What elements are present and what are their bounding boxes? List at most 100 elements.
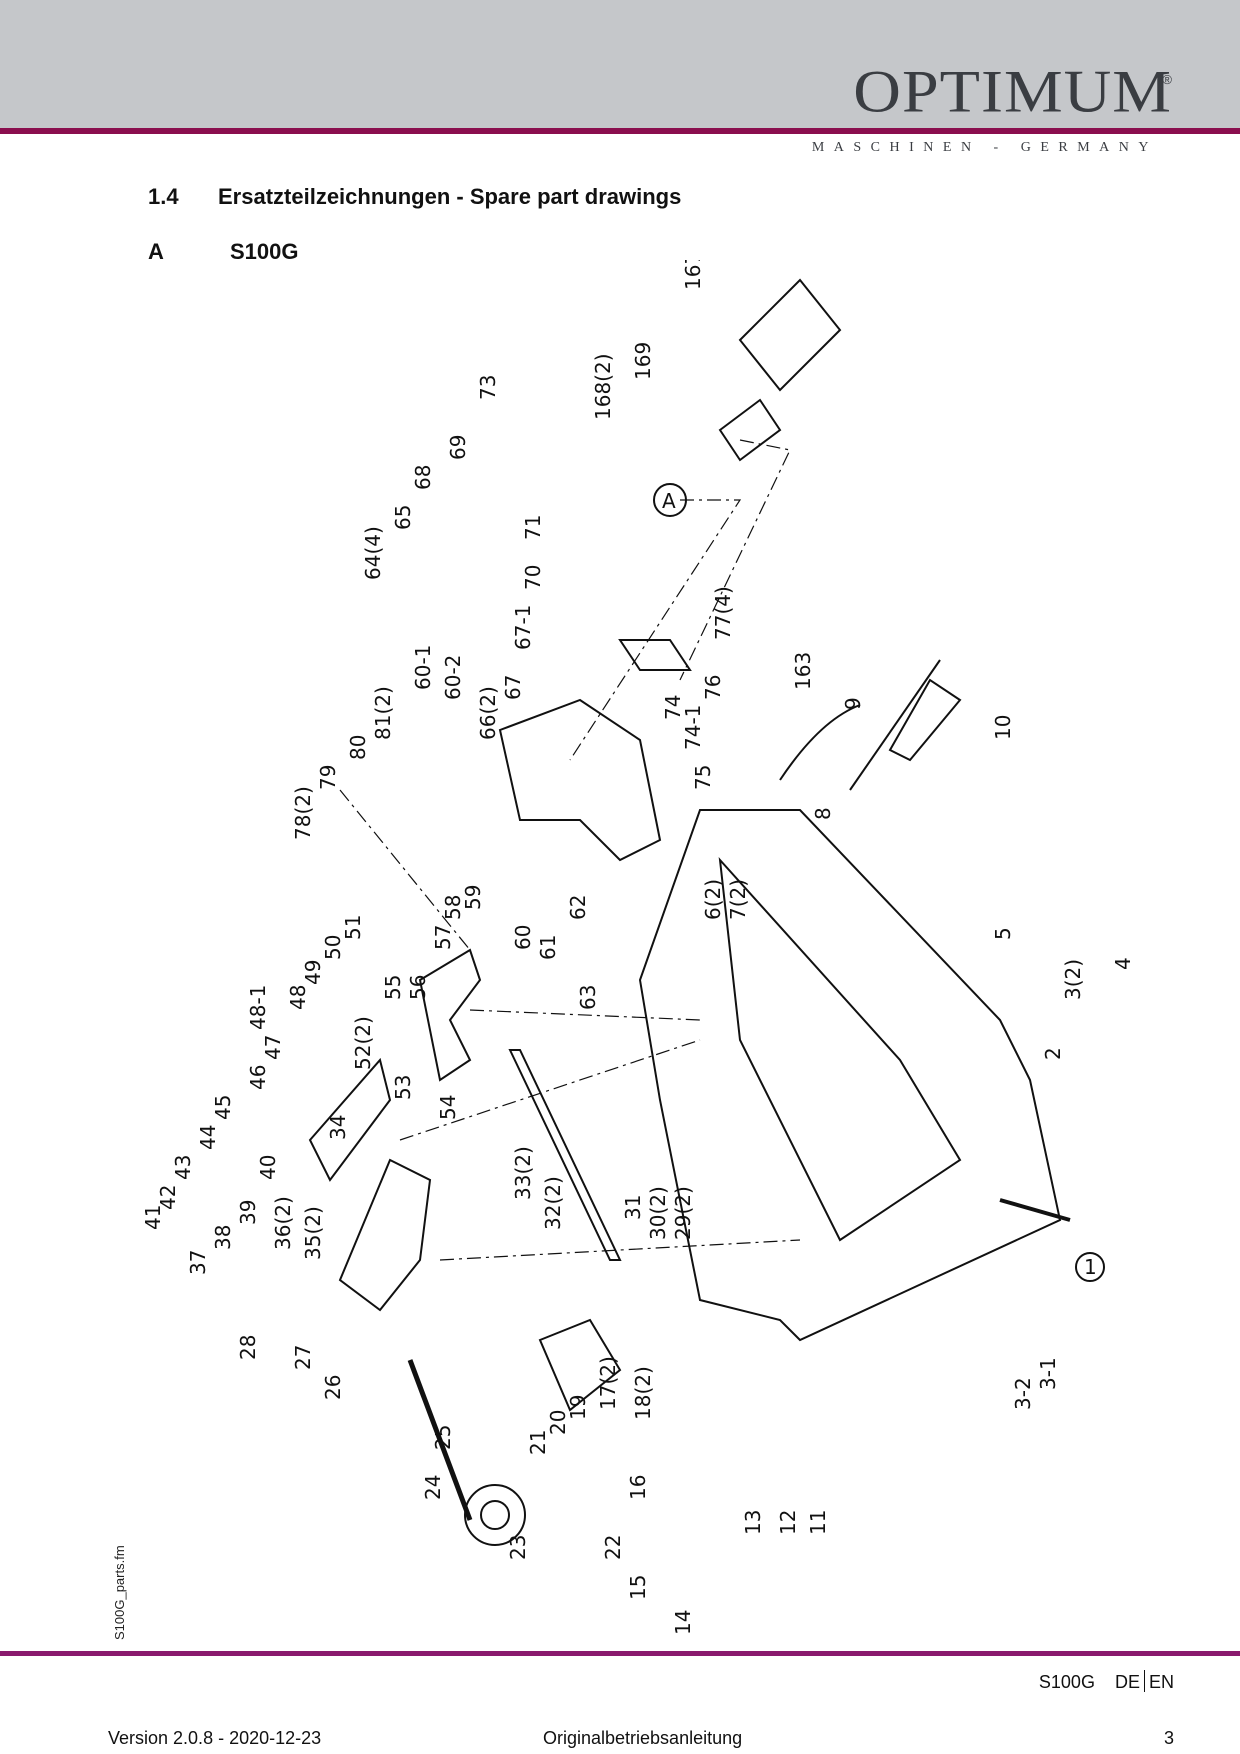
label-66: 66(2) bbox=[476, 686, 500, 740]
part-1-circle bbox=[1075, 1252, 1105, 1282]
part-8 bbox=[849, 659, 941, 791]
footer-model-lang: S100G DE EN bbox=[1039, 1670, 1174, 1693]
label-7: 7(2) bbox=[726, 879, 750, 920]
label-80: 80 bbox=[346, 735, 370, 760]
part-2 bbox=[999, 1198, 1071, 1222]
label-33: 33(2) bbox=[511, 1146, 535, 1200]
part-34 bbox=[308, 1057, 392, 1182]
footer-lang-en: EN bbox=[1148, 1672, 1174, 1692]
label-15: 15 bbox=[626, 1575, 650, 1600]
label-21: 21 bbox=[526, 1430, 550, 1455]
footer-rule bbox=[0, 1651, 1240, 1656]
label-64: 64(4) bbox=[361, 526, 385, 580]
part-25 bbox=[407, 1359, 473, 1521]
label-18: 18(2) bbox=[631, 1366, 655, 1420]
label-55: 55 bbox=[381, 975, 405, 1000]
label-27: 27 bbox=[291, 1345, 315, 1370]
label-46: 46 bbox=[246, 1065, 270, 1090]
label-74-1: 74-1 bbox=[681, 705, 705, 750]
part-167 bbox=[738, 278, 842, 392]
brand-subtitle: MASCHINEN - GERMANY bbox=[811, 140, 1158, 155]
label-1: 1 bbox=[1084, 1255, 1097, 1279]
part-arm bbox=[498, 698, 662, 862]
label-34: 34 bbox=[326, 1115, 350, 1140]
part-19 bbox=[538, 1318, 622, 1412]
label-65: 65 bbox=[391, 505, 415, 530]
label-79: 79 bbox=[316, 765, 340, 790]
subsection-letter: A bbox=[148, 239, 164, 264]
label-77: 77(4) bbox=[711, 586, 735, 640]
part-32 bbox=[508, 1049, 622, 1261]
header-band bbox=[0, 0, 1240, 129]
label-68: 68 bbox=[411, 465, 435, 490]
footer-lang-de: DE bbox=[1114, 1672, 1140, 1692]
label-76: 76 bbox=[701, 675, 725, 700]
label-58: 58 bbox=[441, 895, 465, 920]
label-23: 23 bbox=[506, 1535, 530, 1560]
label-31: 31 bbox=[621, 1195, 645, 1220]
label-163: 163 bbox=[791, 652, 815, 690]
label-75: 75 bbox=[691, 765, 715, 790]
label-20: 20 bbox=[546, 1410, 570, 1435]
part-76 bbox=[618, 639, 692, 671]
part-labels: 167 169 168(2) A 73 69 68 71 70 65 64(4)… bbox=[141, 252, 1135, 1635]
label-44: 44 bbox=[196, 1125, 220, 1150]
registered-mark: ® bbox=[1162, 72, 1172, 87]
label-2: 2 bbox=[1041, 1047, 1065, 1060]
section-title: Ersatzteilzeichnungen - Spare part drawi… bbox=[218, 184, 682, 209]
label-32: 32(2) bbox=[541, 1176, 565, 1230]
label-36: 36(2) bbox=[271, 1196, 295, 1250]
brand-logo: OPTIMUM bbox=[853, 58, 1172, 126]
label-3-1: 3-1 bbox=[1036, 1357, 1060, 1390]
part-base-inner bbox=[718, 857, 962, 1242]
label-14: 14 bbox=[671, 1610, 695, 1635]
part-54 bbox=[418, 948, 482, 1082]
label-24: 24 bbox=[421, 1475, 445, 1500]
label-43: 43 bbox=[171, 1155, 195, 1180]
label-17: 17(2) bbox=[596, 1356, 620, 1410]
label-74: 74 bbox=[661, 695, 685, 720]
label-39: 39 bbox=[236, 1200, 260, 1225]
label-25: 25 bbox=[431, 1425, 455, 1450]
label-16: 16 bbox=[626, 1475, 650, 1500]
label-70: 70 bbox=[521, 565, 545, 590]
label-37: 37 bbox=[186, 1250, 210, 1275]
label-19: 19 bbox=[566, 1395, 590, 1420]
drawing-canvas: 167 169 168(2) A 73 69 68 71 70 65 64(4)… bbox=[141, 252, 1135, 1635]
label-81: 81(2) bbox=[371, 686, 395, 740]
label-13: 13 bbox=[741, 1510, 765, 1535]
label-62: 62 bbox=[566, 895, 590, 920]
footer-document-title: Originalbetriebsanleitung bbox=[543, 1728, 743, 1748]
label-168: 168(2) bbox=[591, 353, 615, 420]
label-3: 3(2) bbox=[1061, 959, 1085, 1000]
label-11: 11 bbox=[806, 1510, 830, 1535]
subsection-title: S100G bbox=[230, 239, 299, 264]
label-42: 42 bbox=[156, 1185, 180, 1210]
label-48: 48 bbox=[286, 985, 310, 1010]
part-base-body bbox=[638, 809, 1062, 1342]
label-30: 30(2) bbox=[646, 1186, 670, 1240]
label-60-1: 60-1 bbox=[411, 645, 435, 690]
exploded-parts-drawing: 167 169 168(2) A 73 69 68 71 70 65 64(4)… bbox=[140, 252, 1180, 1640]
label-6: 6(2) bbox=[701, 879, 725, 920]
label-63: 63 bbox=[576, 985, 600, 1010]
label-4: 4 bbox=[1111, 957, 1135, 970]
label-51: 51 bbox=[341, 915, 365, 940]
label-detail-a: A bbox=[662, 489, 676, 513]
label-52: 52(2) bbox=[351, 1016, 375, 1070]
label-67: 67 bbox=[501, 675, 525, 700]
label-53: 53 bbox=[391, 1075, 415, 1100]
label-67-1: 67-1 bbox=[511, 605, 535, 650]
label-41: 41 bbox=[141, 1205, 165, 1230]
page-number: 3 bbox=[1163, 1728, 1174, 1748]
label-167: 167 bbox=[681, 260, 705, 290]
footer-version: Version 2.0.8 - 2020-12-23 bbox=[108, 1728, 322, 1748]
label-54: 54 bbox=[436, 1095, 460, 1120]
part-163 bbox=[779, 704, 861, 781]
label-9: 9 bbox=[841, 697, 865, 710]
label-61: 61 bbox=[536, 935, 560, 960]
footer-model: S100G bbox=[1038, 1672, 1095, 1692]
label-69: 69 bbox=[446, 435, 470, 460]
label-57: 57 bbox=[431, 925, 455, 950]
label-59: 59 bbox=[461, 885, 485, 910]
